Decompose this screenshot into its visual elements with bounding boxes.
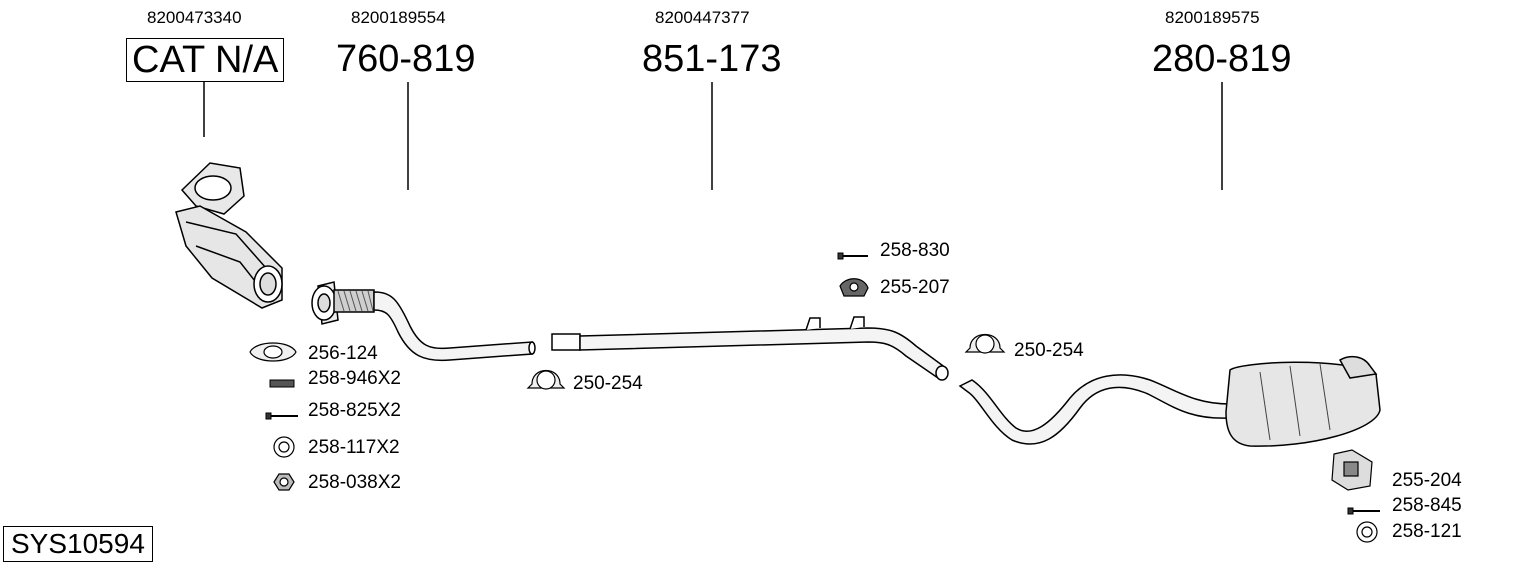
part-label-rear-silencer[interactable]: 280-819: [1152, 38, 1292, 80]
fitting-label-bolt[interactable]: 258-825X2: [308, 400, 401, 421]
fitting-label-clamp-left[interactable]: 250-254: [573, 373, 643, 394]
catalytic-converter: [175, 162, 283, 309]
fitting-label-washer-right[interactable]: 258-121: [1392, 521, 1462, 542]
gasket-icon: [249, 342, 297, 362]
part-label-middle-pipe[interactable]: 851-173: [642, 38, 782, 80]
fitting-label-long-bolt[interactable]: 258-830: [880, 240, 950, 261]
fitting-label-short-bolt[interactable]: 258-845: [1392, 495, 1462, 516]
clamp-icon-mid: [964, 334, 1006, 354]
clamp-icon-left: [526, 369, 566, 390]
fitting-label-gasket[interactable]: 256-124: [308, 343, 378, 364]
washer-icon-right: [1356, 521, 1378, 543]
fitting-label-stud[interactable]: 258-946X2: [308, 368, 401, 389]
bracket-mount-icon: [1331, 449, 1373, 491]
part-label-cat[interactable]: CAT N/A: [126, 38, 285, 82]
rubber-mount-icon: [839, 278, 869, 297]
middle-pipe: [551, 316, 949, 381]
fitting-label-bracket-mount[interactable]: 255-204: [1392, 470, 1462, 491]
oem-number-cat: 8200473340: [147, 8, 242, 27]
stud-icon: [269, 379, 295, 388]
washer-icon: [273, 436, 295, 458]
front-pipe: [311, 281, 536, 362]
oem-number-rear-silencer: 8200189575: [1165, 8, 1260, 27]
short-bolt-icon: [1347, 507, 1380, 515]
long-bolt-icon: [837, 252, 868, 260]
bolt-icon: [265, 412, 298, 420]
rear-silencer: [958, 355, 1381, 447]
oem-number-middle-pipe: 8200447377: [655, 8, 750, 27]
fitting-label-rubber-mount[interactable]: 255-207: [880, 277, 950, 298]
fitting-label-nut[interactable]: 258-038X2: [308, 472, 401, 493]
oem-number-front-pipe: 8200189554: [351, 8, 446, 27]
fitting-label-washer[interactable]: 258-117X2: [308, 437, 400, 458]
part-label-front-pipe[interactable]: 760-819: [336, 38, 476, 80]
fitting-label-clamp-mid[interactable]: 250-254: [1014, 340, 1084, 361]
system-code: SYS10594: [3, 526, 153, 562]
nut-icon: [273, 473, 295, 491]
